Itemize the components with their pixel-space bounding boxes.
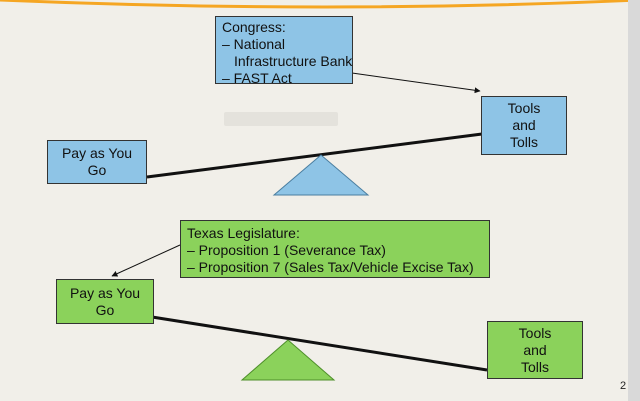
box-label-line: Pay as You xyxy=(69,284,141,301)
box-label-line: and xyxy=(512,117,536,133)
congress-box: Congress: – National Infrastructure Bank… xyxy=(215,16,353,86)
legislature-title: Texas Legislature: xyxy=(187,225,300,241)
legislature-item: – Proposition 1 (Severance Tax) xyxy=(187,242,386,258)
texas-legislature-box: Texas Legislature: – Proposition 1 (Seve… xyxy=(180,220,490,278)
bottom-right-tools-and-tolls-box: Tools and Tolls xyxy=(487,321,583,379)
legislature-item: – Proposition 7 (Sales Tax/Vehicle Excis… xyxy=(187,259,474,275)
bottom-arrow-line xyxy=(111,244,181,277)
top-beam xyxy=(146,132,483,179)
congress-item: – National xyxy=(222,36,286,52)
box-label-line: and xyxy=(523,341,547,358)
top-accent-arc xyxy=(0,0,640,9)
box-label-line: Tools xyxy=(507,100,541,116)
box-label-line: Go xyxy=(95,301,115,318)
box-label-line: Tolls xyxy=(509,134,538,150)
box-label-line: Tools xyxy=(518,324,552,341)
top-arrow-line xyxy=(351,72,481,94)
box-label-line: Tolls xyxy=(520,358,549,375)
faint-placeholder-text xyxy=(224,112,338,126)
congress-item: Infrastructure Bank xyxy=(234,53,353,69)
congress-item: – FAST Act xyxy=(222,70,292,86)
congress-title: Congress: xyxy=(222,19,286,35)
bottom-beam xyxy=(151,315,488,372)
box-label-line: Go xyxy=(87,162,107,178)
slide-scrollbar[interactable] xyxy=(628,0,640,401)
top-fulcrum-triangle xyxy=(272,154,370,196)
top-left-pay-as-you-go-box: Pay as You Go xyxy=(47,140,147,184)
top-right-tools-and-tolls-box: Tools and Tolls xyxy=(481,96,567,155)
bottom-fulcrum-triangle xyxy=(240,339,336,381)
bottom-left-pay-as-you-go-box: Pay as You Go xyxy=(56,279,154,324)
page-number: 2 xyxy=(620,380,627,392)
box-label-line: Pay as You xyxy=(61,145,133,161)
